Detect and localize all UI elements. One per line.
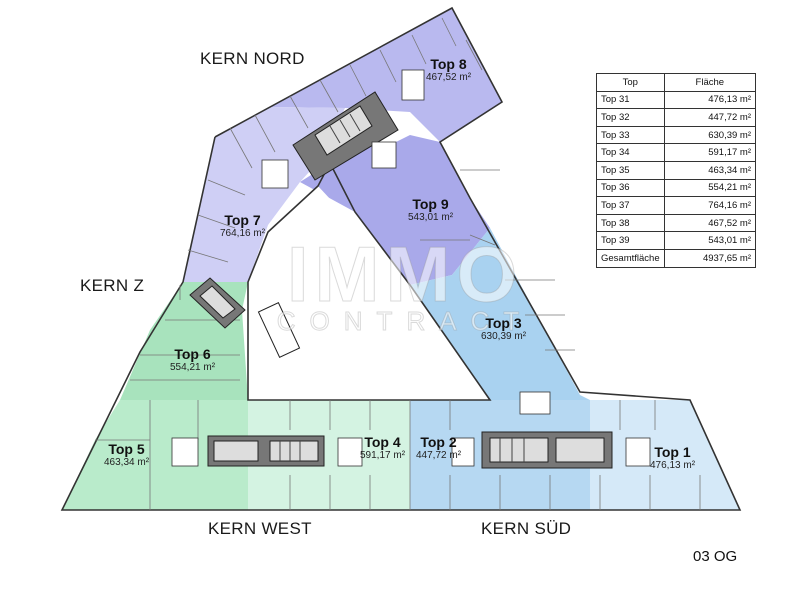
core-sued bbox=[481, 431, 613, 469]
cell-total-label: Gesamtfläche bbox=[596, 248, 665, 268]
cell-top: Top 38 bbox=[596, 213, 665, 233]
unit-area: 554,21 m² bbox=[170, 362, 216, 374]
unit-area-top-4[interactable] bbox=[248, 400, 410, 510]
unit-label[interactable]: Top 5 463,34 m² bbox=[104, 441, 149, 469]
cell-top: Top 35 bbox=[596, 160, 665, 180]
core-label-z: KERN Z bbox=[80, 276, 145, 295]
cell-top: Top 37 bbox=[596, 196, 665, 215]
cell-area: 554,21 m² bbox=[663, 178, 757, 198]
unit-name: Top 1 bbox=[654, 444, 691, 460]
core-label-sued: KERN SÜD bbox=[481, 519, 572, 538]
unit-area: 476,13 m² bbox=[650, 460, 696, 472]
unit-name: Top 7 bbox=[224, 212, 261, 228]
cell-top: Top 39 bbox=[596, 231, 665, 250]
unit-label[interactable]: Top 3 630,39 m² bbox=[481, 315, 526, 343]
unit-area-top-9[interactable] bbox=[300, 135, 490, 285]
unit-label[interactable]: Top 9 543,01 m² bbox=[408, 196, 453, 224]
core-label-west: KERN WEST bbox=[208, 519, 312, 538]
cell-total-area: 4937,65 m² bbox=[663, 248, 757, 268]
core-label-nord: KERN NORD bbox=[200, 49, 305, 68]
unit-label[interactable]: Top 1 476,13 m² bbox=[650, 444, 695, 472]
unit-label[interactable]: Top 6 554,21 m² bbox=[170, 346, 215, 374]
unit-label[interactable]: Top 8 467,52 m² bbox=[426, 56, 471, 84]
floor-label: 03 OG bbox=[693, 548, 738, 565]
unit-name: Top 9 bbox=[412, 196, 449, 212]
unit-area: 591,17 m² bbox=[360, 450, 406, 462]
cell-area: 764,16 m² bbox=[663, 196, 757, 215]
cell-area: 543,01 m² bbox=[663, 231, 757, 250]
cell-area: 591,17 m² bbox=[663, 143, 757, 162]
unit-label[interactable]: Top 2 447,72 m² bbox=[416, 434, 461, 462]
unit-name: Top 8 bbox=[430, 56, 467, 72]
cell-top: Top 32 bbox=[596, 108, 665, 127]
cell-top: Top 36 bbox=[596, 178, 665, 198]
unit-area: 764,16 m² bbox=[220, 228, 266, 240]
unit-area-top-5[interactable] bbox=[62, 400, 248, 510]
unit-name: Top 2 bbox=[420, 434, 457, 450]
unit-name: Top 5 bbox=[108, 441, 145, 457]
cell-top: Top 31 bbox=[596, 90, 665, 110]
column-header-area: Fläche bbox=[663, 73, 757, 92]
cell-area: 630,39 m² bbox=[663, 125, 757, 145]
courtyard bbox=[248, 186, 490, 400]
unit-area: 543,01 m² bbox=[408, 212, 454, 224]
cell-area: 467,52 m² bbox=[663, 213, 757, 233]
core-z bbox=[189, 277, 301, 358]
unit-label[interactable]: Top 7 764,16 m² bbox=[220, 212, 265, 240]
unit-name: Top 3 bbox=[485, 315, 522, 331]
core-west bbox=[207, 435, 325, 467]
interior-partitions bbox=[95, 17, 701, 510]
column-header-top: Top bbox=[596, 73, 665, 92]
unit-area-top-8[interactable] bbox=[215, 8, 502, 142]
unit-area: 630,39 m² bbox=[481, 331, 527, 343]
cell-area: 476,13 m² bbox=[663, 90, 757, 110]
unit-label[interactable]: Top 4 591,17 m² bbox=[360, 434, 405, 462]
cell-area: 447,72 m² bbox=[663, 108, 757, 127]
table-header-row: Top Fläche bbox=[596, 73, 757, 92]
unit-area: 467,52 m² bbox=[426, 72, 472, 84]
core-nord bbox=[292, 91, 399, 181]
cell-top: Top 33 bbox=[596, 125, 665, 145]
cell-top: Top 34 bbox=[596, 143, 665, 162]
unit-name: Top 4 bbox=[364, 434, 401, 450]
sanitary-blocks bbox=[171, 69, 651, 467]
unit-name: Top 6 bbox=[174, 346, 211, 362]
unit-area: 447,72 m² bbox=[416, 450, 462, 462]
unit-area: 463,34 m² bbox=[104, 457, 150, 469]
floor-walls bbox=[60, 6, 742, 511]
cell-area: 463,34 m² bbox=[663, 160, 757, 180]
